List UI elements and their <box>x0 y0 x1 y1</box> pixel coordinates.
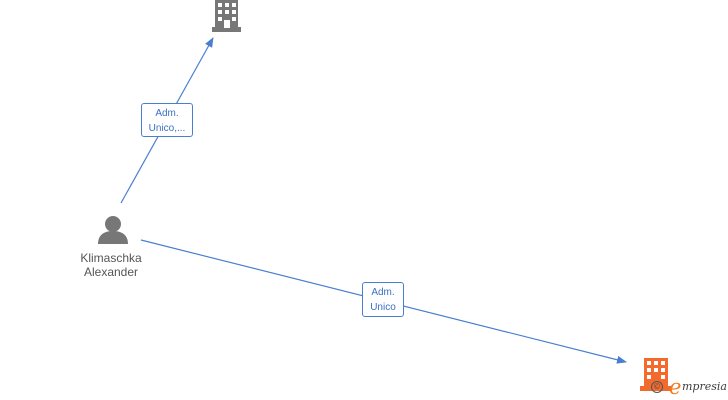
person-name-line1: Klimaschka <box>80 251 142 265</box>
copyright-symbol: © <box>651 381 663 393</box>
logo-initial: e <box>669 378 682 398</box>
person-name-line2: Alexander <box>83 265 139 279</box>
logo-text: mpresia <box>682 380 727 393</box>
edge-label-line1: Adm. <box>371 287 395 298</box>
edge-label-line2: Unico <box>370 302 396 313</box>
empresia-logo: © e mpresia <box>650 378 728 398</box>
building-icon[interactable] <box>212 0 241 32</box>
person-name[interactable]: Klimaschka Alexander <box>66 251 156 279</box>
edge-label-top[interactable]: Adm. Unico,... <box>141 103 193 137</box>
edge-label-line1: Adm. <box>155 108 179 119</box>
person-icon[interactable] <box>98 216 128 244</box>
edge-label-line2: Unico,... <box>148 123 186 134</box>
edge-label-bottom[interactable]: Adm. Unico <box>362 282 404 317</box>
